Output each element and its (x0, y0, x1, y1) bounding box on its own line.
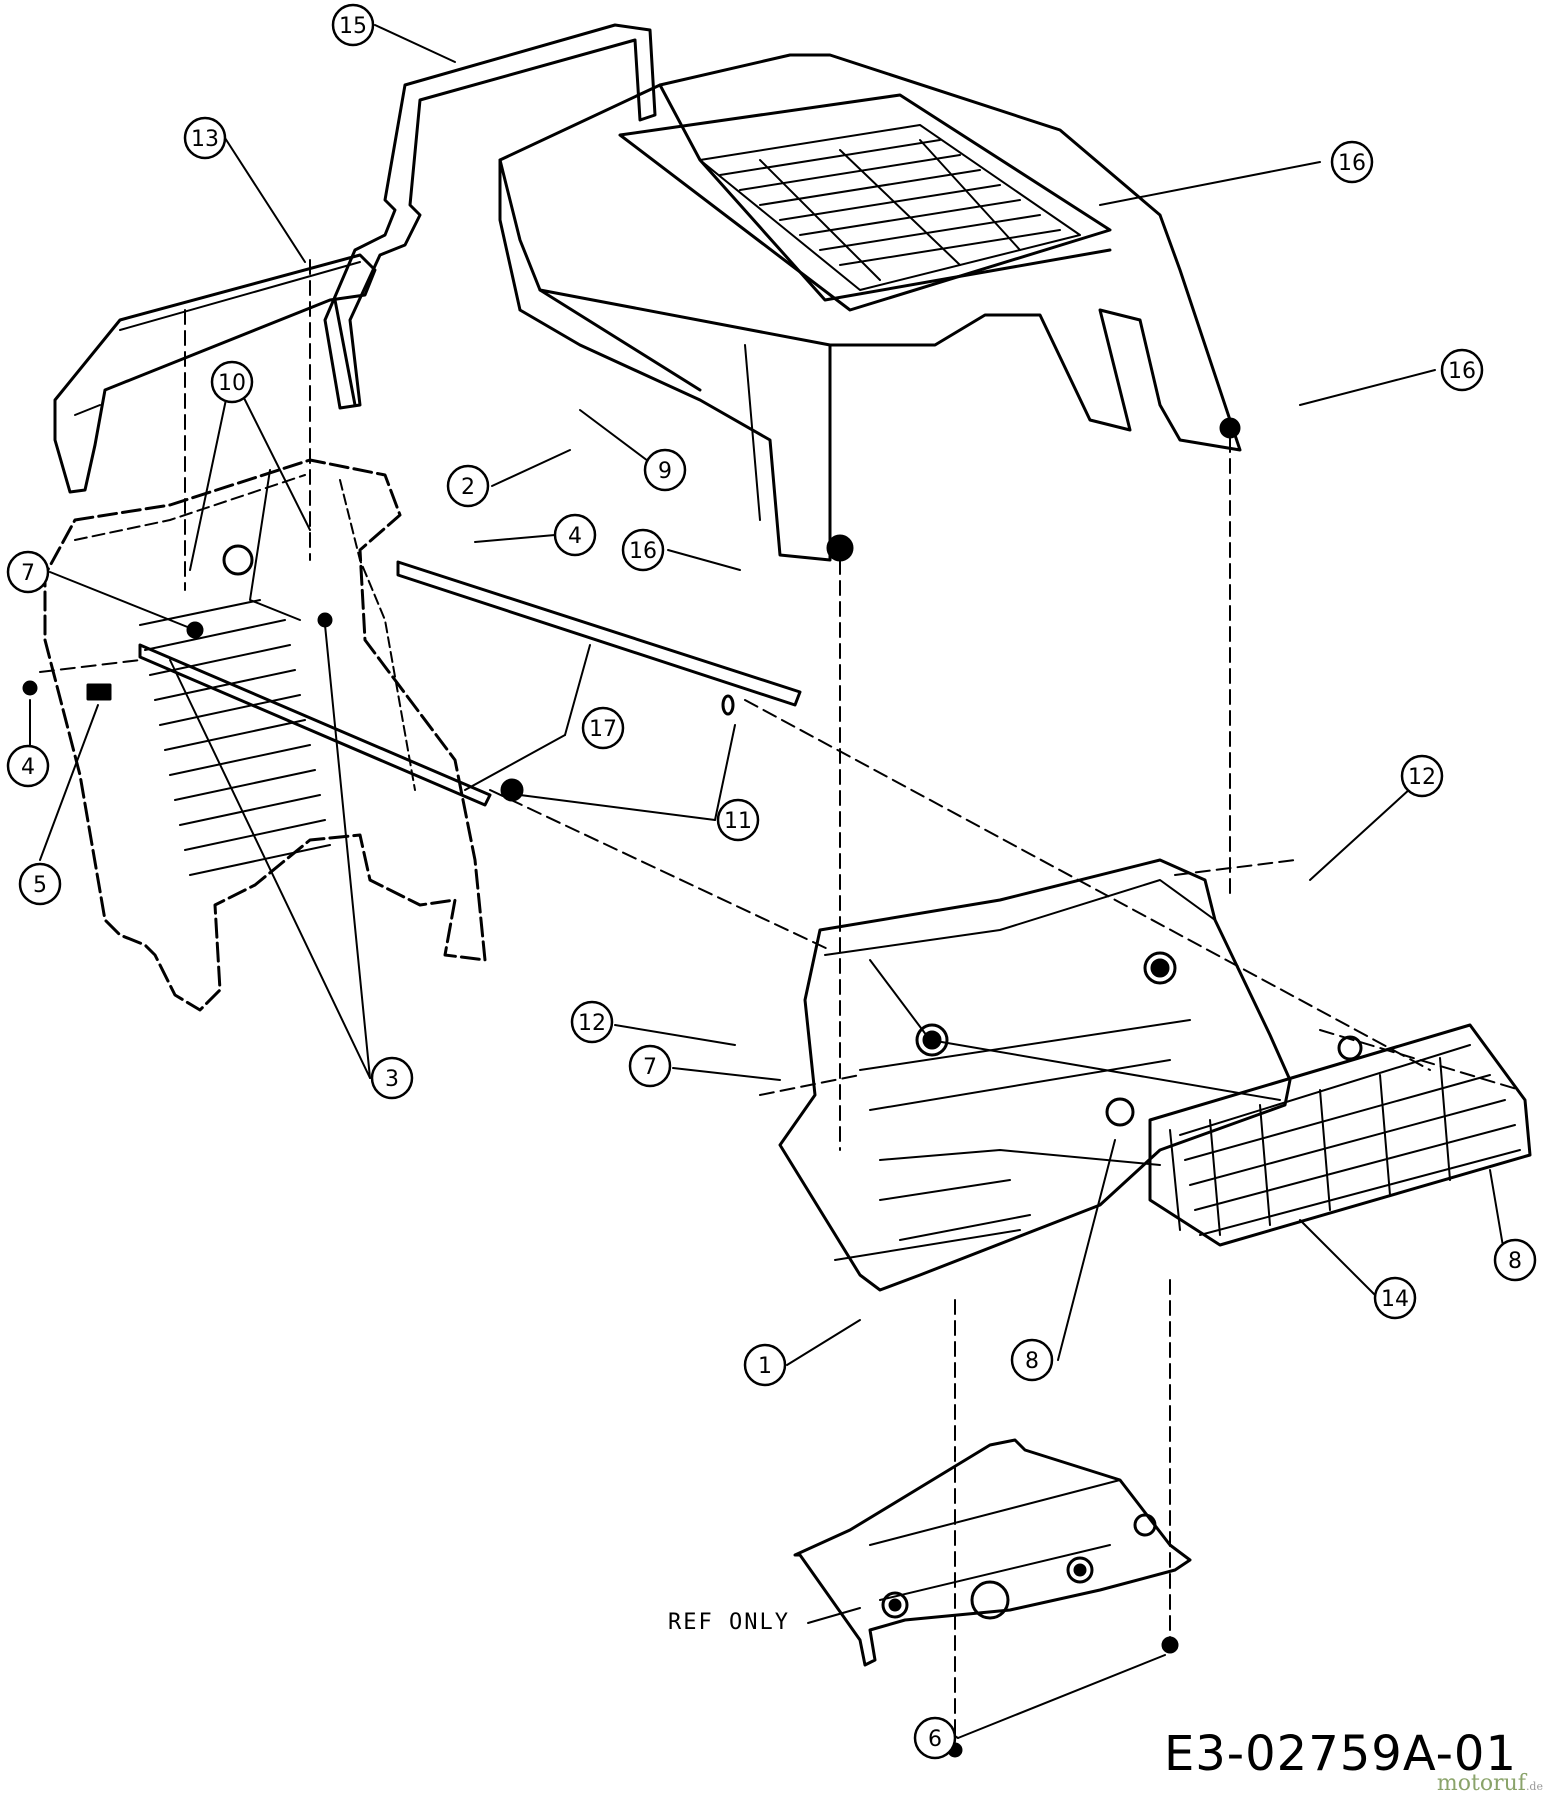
callout-13: 13 (183, 116, 227, 160)
front-nose-part (778, 858, 1363, 1292)
callout-12b: 12 (570, 1000, 614, 1044)
callout-15: 15 (331, 3, 375, 47)
svg-text:9: 9 (658, 459, 672, 484)
callout-6: 6 (913, 1716, 957, 1760)
callout-16b: 16 (1440, 348, 1484, 392)
callout-11: 11 (716, 798, 760, 842)
callout-10: 10 (210, 360, 254, 404)
callout-4a: 4 (553, 513, 597, 557)
svg-text:13: 13 (191, 127, 219, 152)
mount-plate-part (793, 1438, 1192, 1758)
bar-15-part (323, 23, 657, 410)
callout-7a: 7 (6, 550, 50, 594)
svg-text:8: 8 (1025, 1349, 1039, 1374)
callout-12a: 12 (1400, 754, 1444, 798)
callout-3: 3 (370, 1056, 414, 1100)
svg-text:12: 12 (1408, 765, 1436, 790)
grille-14-part (1148, 1023, 1532, 1247)
svg-text:14: 14 (1381, 1287, 1409, 1312)
ref-only-label: REF ONLY (668, 1610, 790, 1635)
watermark: motoruf.de (1437, 1771, 1543, 1796)
callout-17: 17 (581, 706, 625, 750)
callout-5: 5 (18, 862, 62, 906)
panel-13-part (53, 253, 377, 494)
callout-4b: 4 (6, 744, 50, 788)
svg-text:7: 7 (643, 1055, 657, 1080)
svg-text:4: 4 (568, 524, 582, 549)
svg-text:16: 16 (1338, 151, 1366, 176)
brace-17-part (138, 560, 802, 807)
dash-panel-part (22, 458, 487, 1012)
svg-text:8: 8 (1508, 1249, 1522, 1274)
callout-9: 9 (643, 448, 687, 492)
svg-text:7: 7 (21, 561, 35, 586)
svg-text:16: 16 (1448, 359, 1476, 384)
watermark-suffix: .de (1525, 1780, 1543, 1793)
svg-text:3: 3 (385, 1067, 399, 1092)
svg-text:6: 6 (928, 1727, 942, 1752)
svg-text:15: 15 (339, 14, 367, 39)
watermark-text: motoruf (1436, 1771, 1526, 1796)
svg-text:10: 10 (218, 371, 246, 396)
svg-text:1: 1 (758, 1354, 772, 1379)
leader-lines (29, 24, 1506, 1739)
svg-text:4: 4 (21, 755, 35, 780)
callout-16c: 16 (621, 528, 665, 572)
assembly-lines (39, 259, 1521, 1741)
diagram-code: E3-02759A-01 (1163, 1726, 1517, 1782)
hood-part (498, 53, 1242, 562)
svg-text:12: 12 (578, 1011, 606, 1036)
svg-text:5: 5 (33, 873, 47, 898)
svg-text:16: 16 (629, 539, 657, 564)
callout-14: 14 (1373, 1276, 1417, 1320)
callout-16a: 16 (1330, 140, 1374, 184)
callout-2: 2 (446, 464, 490, 508)
callout-7b: 7 (628, 1044, 672, 1088)
callout-bubbles: 15 13 16 16 10 2 9 4 16 7 4 5 17 11 12 1… (6, 3, 1537, 1760)
svg-text:2: 2 (461, 475, 475, 500)
callout-8b: 8 (1010, 1338, 1054, 1382)
callout-8a: 8 (1493, 1238, 1537, 1282)
svg-text:11: 11 (724, 809, 752, 834)
callout-1: 1 (743, 1343, 787, 1387)
svg-text:17: 17 (589, 717, 617, 742)
